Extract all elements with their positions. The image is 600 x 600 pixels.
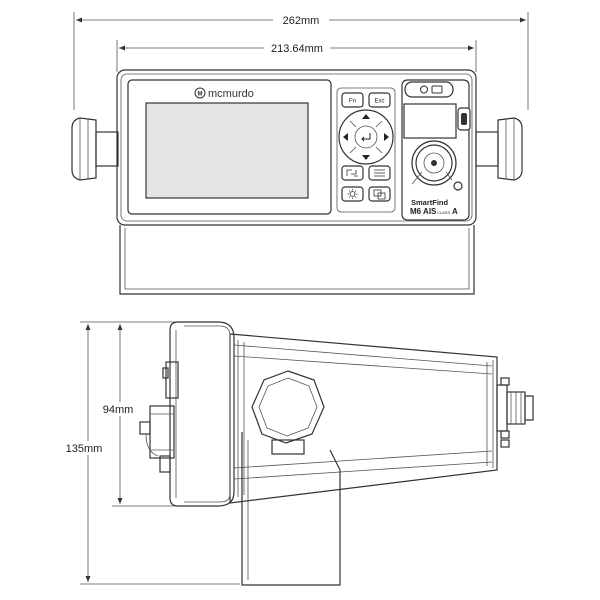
model-line-1: SmartFind	[411, 198, 449, 207]
screen	[145, 102, 309, 199]
model-class-letter: A	[452, 207, 458, 216]
dimension-body-width: 213.64mm	[116, 40, 477, 72]
display-bezel	[127, 79, 332, 215]
directional-pad[interactable]	[338, 109, 394, 165]
dimension-body-height: 94mm	[100, 321, 178, 507]
side-knob	[251, 370, 325, 455]
brand-name: mcmurdo	[208, 88, 254, 100]
side-view	[139, 321, 534, 586]
esc-button[interactable]	[368, 92, 391, 108]
connector-cap[interactable]	[411, 140, 463, 191]
overall-width-label: 262mm	[283, 15, 320, 27]
model-line-2: M6 AIS	[410, 207, 437, 216]
dimension-overall-width: 262mm	[73, 12, 529, 110]
card-slot-door	[403, 103, 457, 139]
led-icon	[420, 85, 428, 94]
right-arrow-icon[interactable]	[384, 133, 389, 141]
left-knob	[71, 117, 119, 181]
esc-label: Esc	[374, 99, 384, 105]
front-housing	[139, 321, 235, 507]
enter-icon[interactable]	[361, 133, 371, 142]
front-view: M mcmurdo Fn Esc	[71, 69, 523, 295]
right-knob	[475, 117, 523, 181]
rear-housing	[229, 333, 498, 504]
up-arrow-icon[interactable]	[362, 114, 370, 119]
fn-button[interactable]	[341, 92, 364, 108]
dsc-button[interactable]	[341, 165, 364, 181]
brand-logo: M mcmurdo	[194, 87, 254, 100]
menu-icon	[374, 169, 385, 177]
device-body	[116, 69, 477, 226]
model-class: CLASS	[437, 210, 450, 215]
status-indicator	[404, 81, 454, 98]
brightness-icon	[347, 189, 358, 199]
display-mode-button[interactable]	[368, 186, 391, 202]
display-mode-icon	[373, 189, 386, 200]
menu-button[interactable]	[368, 165, 391, 181]
model-label: SmartFind M6 AIS CLASS A	[410, 198, 458, 216]
bracket-arm	[241, 432, 341, 586]
down-arrow-icon[interactable]	[362, 155, 370, 160]
left-arrow-icon[interactable]	[343, 133, 348, 141]
svg-text:M: M	[198, 92, 203, 98]
brightness-button[interactable]	[341, 186, 364, 202]
body-height-label: 94mm	[103, 404, 134, 416]
right-panel: SmartFind M6 AIS CLASS A	[401, 79, 471, 221]
dimension-overall-height: 135mm	[62, 321, 240, 585]
mounting-bracket	[119, 225, 475, 295]
body-width-label: 213.64mm	[271, 43, 323, 55]
fn-label: Fn	[349, 99, 356, 105]
rear-connector	[496, 377, 534, 448]
button-panel: Fn Esc	[336, 87, 396, 213]
overall-height-label: 135mm	[66, 443, 103, 455]
